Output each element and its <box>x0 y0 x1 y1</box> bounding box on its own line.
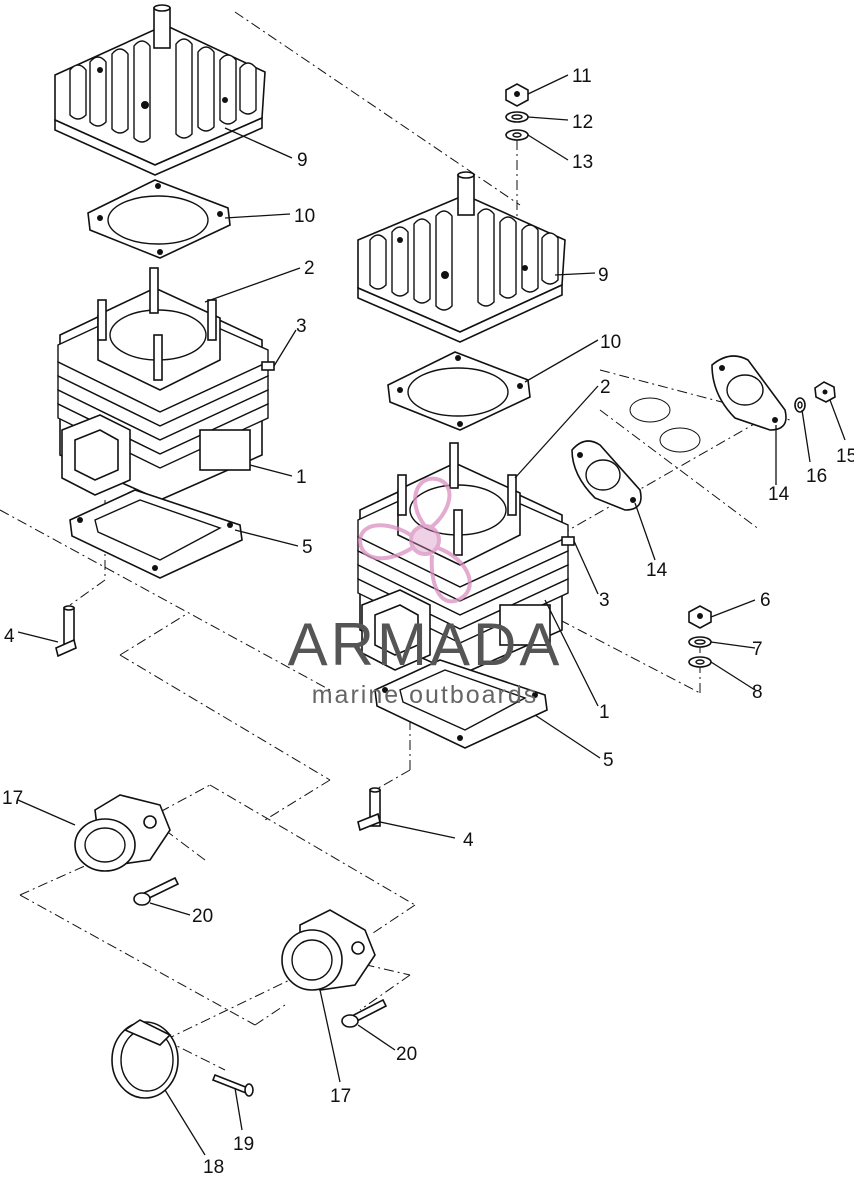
callout-20-right: 20 <box>396 1044 417 1065</box>
base-gasket-right <box>374 659 548 749</box>
callout-4-left: 4 <box>4 626 15 647</box>
callout-14-rear: 14 <box>768 484 790 505</box>
intake-gasket-14-rear <box>711 355 787 431</box>
cylinder-head-left <box>54 4 266 176</box>
callout-17-right: 17 <box>330 1086 351 1107</box>
base-gasket-left <box>69 489 243 579</box>
cylinder-head-right <box>357 171 566 343</box>
callout-12: 12 <box>572 112 593 133</box>
washer-16 <box>794 397 806 413</box>
bolt-20-left <box>133 876 180 906</box>
callout-14-front: 14 <box>646 560 668 581</box>
nut-washer-stack-right <box>688 605 712 668</box>
assembly-center-lines <box>0 11 791 1071</box>
intake-flange-right <box>281 909 376 991</box>
nut-washer-stack-top <box>505 83 529 141</box>
intake-ghost-outline <box>629 397 701 453</box>
callout-17-left: 17 <box>2 788 23 809</box>
callout-20-left: 20 <box>192 906 213 927</box>
fitting-left <box>55 605 77 658</box>
screw-19 <box>211 1073 254 1097</box>
intake-flange-left <box>74 794 171 872</box>
callout-13: 13 <box>572 152 593 173</box>
bolt-20-right <box>341 998 388 1028</box>
hose-clamp-18 <box>111 1019 179 1099</box>
armada-logo <box>357 476 472 604</box>
callout-4-right: 4 <box>463 830 474 851</box>
callout-1-right: 1 <box>599 702 610 723</box>
leader-lines <box>17 74 846 1156</box>
cylinder-left <box>57 267 275 501</box>
callout-3-right: 3 <box>599 590 610 611</box>
nut-15 <box>814 381 836 403</box>
callout-9-left: 9 <box>297 150 308 171</box>
callout-8: 8 <box>752 682 763 703</box>
propeller-logo-icon <box>357 476 472 604</box>
callout-labels: 11 12 13 9 9 10 10 2 2 3 3 1 1 5 5 4 4 1… <box>2 66 854 1178</box>
callout-10-right: 10 <box>600 332 621 353</box>
callout-1-left: 1 <box>296 467 307 488</box>
callout-18: 18 <box>203 1157 224 1177</box>
callout-16: 16 <box>806 466 827 487</box>
callout-11: 11 <box>572 66 592 87</box>
fitting-right <box>357 787 381 832</box>
callout-10-left: 10 <box>294 206 315 227</box>
callout-15: 15 <box>836 446 854 467</box>
callout-5-left: 5 <box>302 537 313 558</box>
head-gasket-left <box>87 179 231 259</box>
watermark-tagline: marine outboards <box>312 681 539 709</box>
callout-19: 19 <box>233 1134 254 1155</box>
callout-6: 6 <box>760 590 771 611</box>
callout-2-right: 2 <box>600 377 611 398</box>
callout-2-left: 2 <box>304 258 315 279</box>
watermark-brand: ARMADA <box>288 611 563 678</box>
callout-5-right: 5 <box>603 750 614 771</box>
callout-9-right: 9 <box>598 265 609 286</box>
callout-3-left: 3 <box>296 316 307 337</box>
head-gasket-right <box>387 351 531 431</box>
callout-7: 7 <box>752 639 763 660</box>
intake-gasket-14-front <box>571 440 642 511</box>
